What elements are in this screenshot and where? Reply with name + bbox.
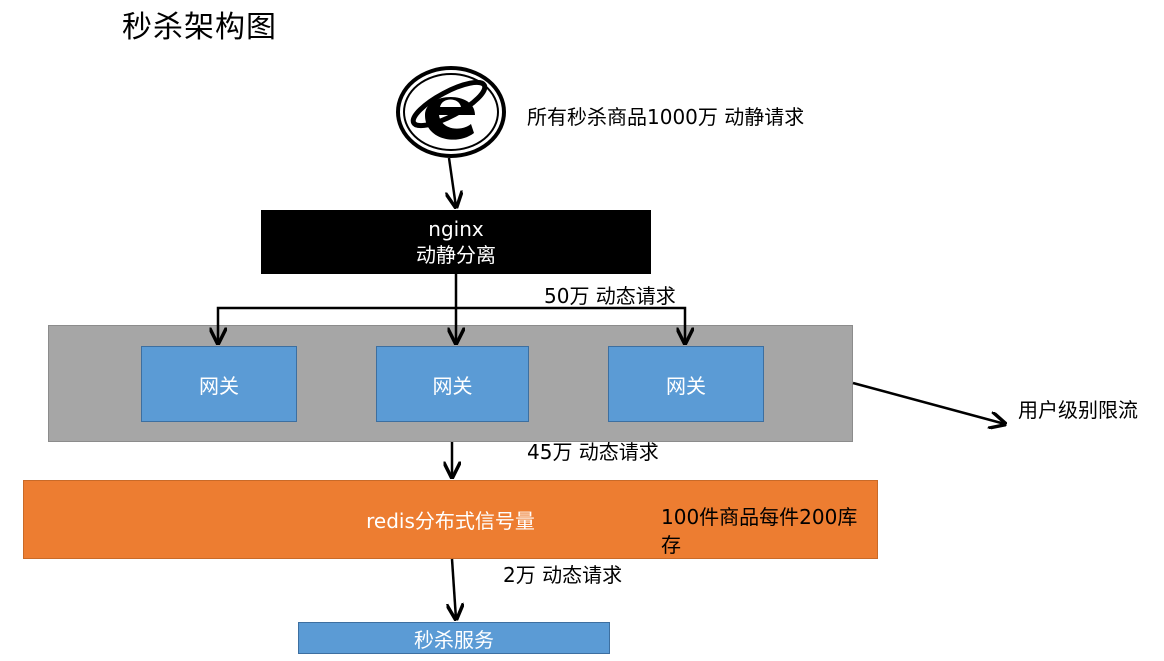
gateway-box-2: 网关 (376, 346, 529, 422)
seckill-service-box: 秒杀服务 (298, 622, 610, 654)
gateway-label: 网关 (432, 373, 473, 398)
arrow-redis-to-service (452, 558, 456, 619)
arrow-browser-to-nginx (449, 157, 456, 207)
requests-2w-note: 2万 动态请求 (503, 563, 623, 587)
redis-label: redis分布式信号量 (366, 509, 535, 533)
seckill-service-label: 秒杀服务 (414, 627, 494, 652)
redis-semaphore-box: redis分布式信号量 (23, 480, 878, 559)
gateway-label: 网关 (666, 373, 706, 398)
internet-explorer-icon (396, 66, 506, 158)
diagram-title: 秒杀架构图 (122, 10, 277, 45)
nginx-sublabel: 动静分离 (416, 243, 496, 267)
total-requests-note: 所有秒杀商品1000万 动静请求 (527, 105, 805, 129)
arrow-cluster-to-limit (852, 381, 1005, 424)
gateway-box-1: 网关 (141, 346, 297, 422)
gateway-box-3: 网关 (608, 346, 764, 422)
requests-45w-note: 45万 动态请求 (527, 440, 659, 464)
arrow-nginx-to-gateway-3 (456, 306, 685, 343)
nginx-label: nginx (428, 217, 484, 241)
requests-50w-note: 50万 动态请求 (544, 284, 676, 308)
nginx-box: nginx 动静分离 (261, 210, 651, 274)
gateway-label: 网关 (199, 373, 239, 398)
user-rate-limit-note: 用户级别限流 (1018, 398, 1138, 422)
arrow-nginx-to-gateway-1 (218, 306, 456, 343)
stock-note: 100件商品每件200库存 (661, 505, 858, 557)
